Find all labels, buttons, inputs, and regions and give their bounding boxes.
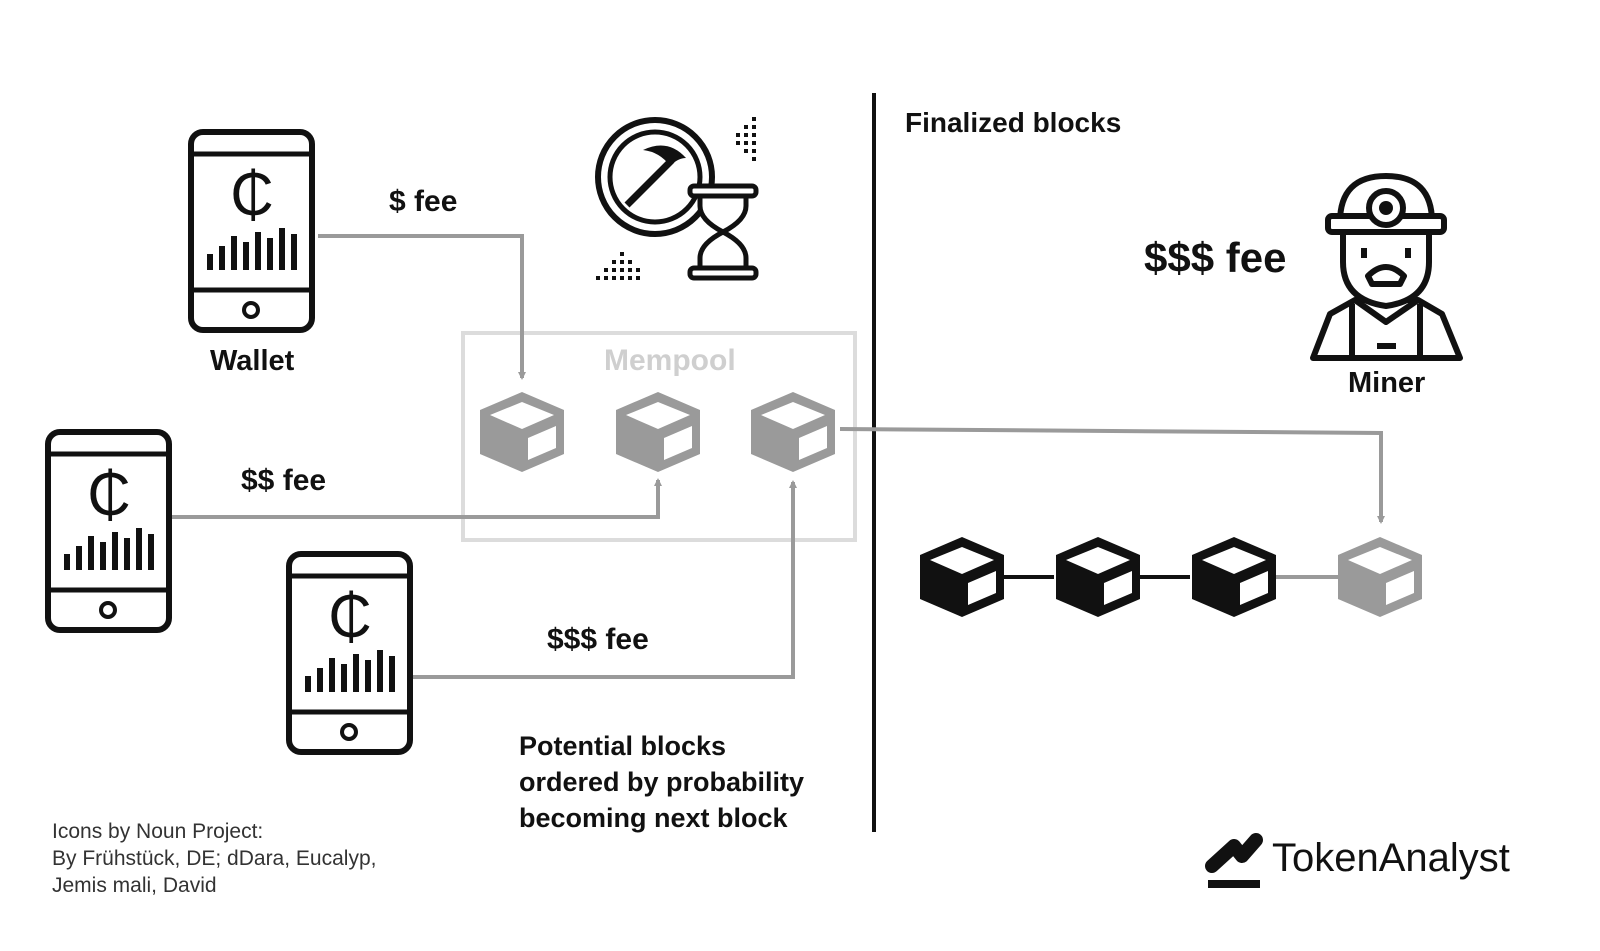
phone-currency-symbol: ₵ [328,583,372,650]
finalized-block-icon [920,537,1004,617]
fee-label-1: $ fee [389,185,458,218]
pending-block-icon [480,392,564,472]
fee-label-3: $$$ fee [547,623,649,656]
mempool-label: Mempool [604,344,736,377]
phone-wallet-icon [45,429,172,633]
mempool-box [461,331,857,542]
miner-icon [1310,173,1463,361]
phone-wallet-icon [188,129,315,333]
wallet-label: Wallet [210,345,295,377]
potential-blocks-caption-line-1: Potential blocks [519,731,727,761]
finalized-blocks-heading: Finalized blocks [905,107,1122,138]
finalized-block-icon [1056,537,1140,617]
arrow-fee-2 [170,478,662,519]
phone-currency-symbol: ₵ [87,461,131,528]
brand-name: TokenAnalyst [1272,836,1510,880]
fee-label-2: $$ fee [241,464,327,497]
mining-time-icon [595,117,759,281]
arrow-to-chain [839,427,1385,524]
potential-blocks-caption-line-2: ordered by probability [519,767,805,797]
credits-line-2: By Frühstück, DE; dDara, Eucalyp, [52,847,377,870]
arrow-fee-1 [318,234,526,380]
credits-line-3: Jemis mali, David [52,874,217,897]
tokenanalyst-logo-icon [1205,833,1263,888]
pending-block-icon [616,392,700,472]
miner-fee-label: $$$ fee [1144,234,1287,281]
potential-blocks-caption-line-3: becoming next block [519,803,788,833]
phone-wallet-icon [286,551,413,755]
arrows [170,234,1385,679]
finalized-block-icon [1192,537,1276,617]
credits-line-1: Icons by Noun Project: [52,820,264,843]
pending-block-icon [751,392,835,472]
next-block-icon [1338,537,1422,617]
miner-label: Miner [1348,367,1426,399]
arrow-fee-3 [412,480,797,679]
phone-currency-symbol: ₵ [230,161,274,228]
